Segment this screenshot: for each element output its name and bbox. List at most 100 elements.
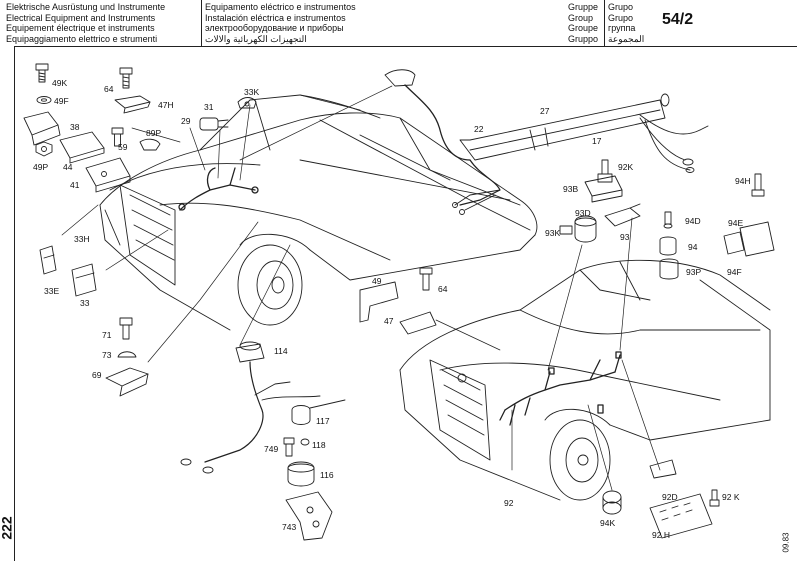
label-38: 38	[70, 122, 80, 132]
fuse-94H	[751, 173, 765, 197]
title-pt: Equipamento eléctrico e instrumentos	[205, 2, 356, 12]
label-33K: 33K	[244, 87, 259, 97]
cable-harness-top	[384, 69, 709, 215]
bolt-49K	[35, 63, 49, 83]
label-69: 69	[92, 370, 102, 380]
label-93K: 93K	[545, 228, 560, 238]
bracket-49	[359, 281, 399, 323]
bolt-749	[283, 437, 295, 457]
label-92: 92	[504, 498, 514, 508]
washer-118	[300, 438, 310, 446]
screw-71	[119, 317, 133, 340]
bolt-64-middle	[419, 267, 433, 291]
title-en: Electrical Equipment and Instruments	[6, 12, 156, 23]
label-749: 749	[264, 444, 278, 454]
group-word: المجموعة	[608, 33, 645, 44]
label-118: 118	[312, 440, 326, 450]
part-labels: 49K 49F 64 47H 31 33K 38 29 89P 59 49P 4…	[33, 78, 751, 540]
group-words-right: Grupo Grupo группа المجموعة	[608, 2, 644, 44]
cover-38	[23, 111, 61, 146]
label-92D: 92D	[662, 492, 678, 502]
label-71: 71	[102, 330, 112, 340]
label-94H: 94H	[735, 176, 751, 186]
label-49K: 49K	[52, 78, 67, 88]
label-93: 93	[620, 232, 630, 242]
group-divider	[604, 0, 605, 46]
title-es: Instalación eléctrica e instrumentos	[205, 12, 346, 23]
clip-89P	[139, 138, 161, 151]
label-93B: 93B	[563, 184, 578, 194]
label-92K-lower: 92 K	[722, 492, 740, 502]
label-117: 117	[316, 416, 330, 426]
label-89P: 89P	[146, 128, 161, 138]
leader-lines	[61, 85, 661, 491]
header-divider	[201, 0, 202, 46]
car-front-view-left	[99, 94, 538, 331]
group-word: Grupo	[608, 2, 634, 12]
bracket-47	[399, 311, 437, 335]
bolt-64-upper	[119, 67, 133, 89]
socket-93K	[559, 225, 573, 235]
label-743: 743	[282, 522, 296, 532]
label-92K: 92K	[618, 162, 633, 172]
bulb-94D	[663, 211, 673, 229]
label-49: 49	[372, 276, 382, 286]
label-33: 33	[80, 298, 90, 308]
group-number: 54/2	[662, 11, 694, 28]
bolt-59	[111, 127, 124, 147]
group-words-left: Gruppe Group Groupe Gruppo	[568, 2, 598, 44]
label-59: 59	[118, 142, 128, 152]
label-73: 73	[102, 350, 112, 360]
label-94D: 94D	[685, 216, 701, 226]
group-word: Groupe	[568, 23, 599, 34]
label-49P: 49P	[33, 162, 48, 172]
title-ar: التجهيزات الكهربائية والالات	[205, 33, 307, 44]
label-47H: 47H	[158, 100, 174, 110]
grommet-94K	[602, 490, 622, 515]
label-94K: 94K	[600, 518, 615, 528]
group-word: Gruppo	[568, 33, 599, 44]
relay-94E-94F	[723, 221, 775, 257]
group-word: группа	[608, 23, 636, 34]
label-47: 47	[384, 316, 394, 326]
group-word: Gruppe	[568, 2, 599, 12]
sender-117	[291, 399, 346, 425]
label-93P: 93P	[686, 267, 701, 277]
label-22: 22	[474, 124, 484, 134]
label-116: 116	[320, 470, 334, 480]
title-de: Elektrische Ausrüstung und Instrumente	[6, 2, 166, 12]
page-header: Elektrische Ausrüstung und Instrumente E…	[0, 0, 800, 46]
label-92H: 92 H	[652, 530, 670, 540]
group-word: Grupo	[608, 12, 634, 23]
bulb-holder-93	[604, 203, 641, 227]
title-fr: Equipement électrique et instruments	[6, 23, 155, 34]
label-31: 31	[204, 102, 214, 112]
connector-92K-lower	[709, 489, 720, 507]
label-114: 114	[274, 346, 288, 356]
cap-93P	[659, 258, 679, 280]
bracket-41	[85, 157, 131, 193]
label-49F: 49F	[54, 96, 69, 106]
switch-116	[287, 461, 315, 487]
group-word: Group	[568, 12, 594, 23]
label-44: 44	[63, 162, 73, 172]
sensor-114	[180, 341, 321, 474]
connector-33	[71, 263, 97, 297]
lamp-93D	[574, 215, 597, 243]
label-64-upper: 64	[104, 84, 114, 94]
label-33H: 33H	[74, 234, 90, 244]
cap-94	[659, 236, 677, 256]
label-94F: 94F	[727, 267, 742, 277]
connector-92K-upper	[597, 159, 613, 183]
drawing-frame	[14, 46, 797, 561]
car-front-view-right	[399, 259, 771, 501]
label-41: 41	[70, 180, 80, 190]
engine-harness-right	[499, 351, 622, 426]
relay-93B	[584, 175, 623, 203]
nut-49P	[35, 141, 53, 157]
grommet-73	[117, 351, 137, 358]
bracket-743	[285, 491, 333, 541]
label-94E: 94E	[728, 218, 743, 228]
